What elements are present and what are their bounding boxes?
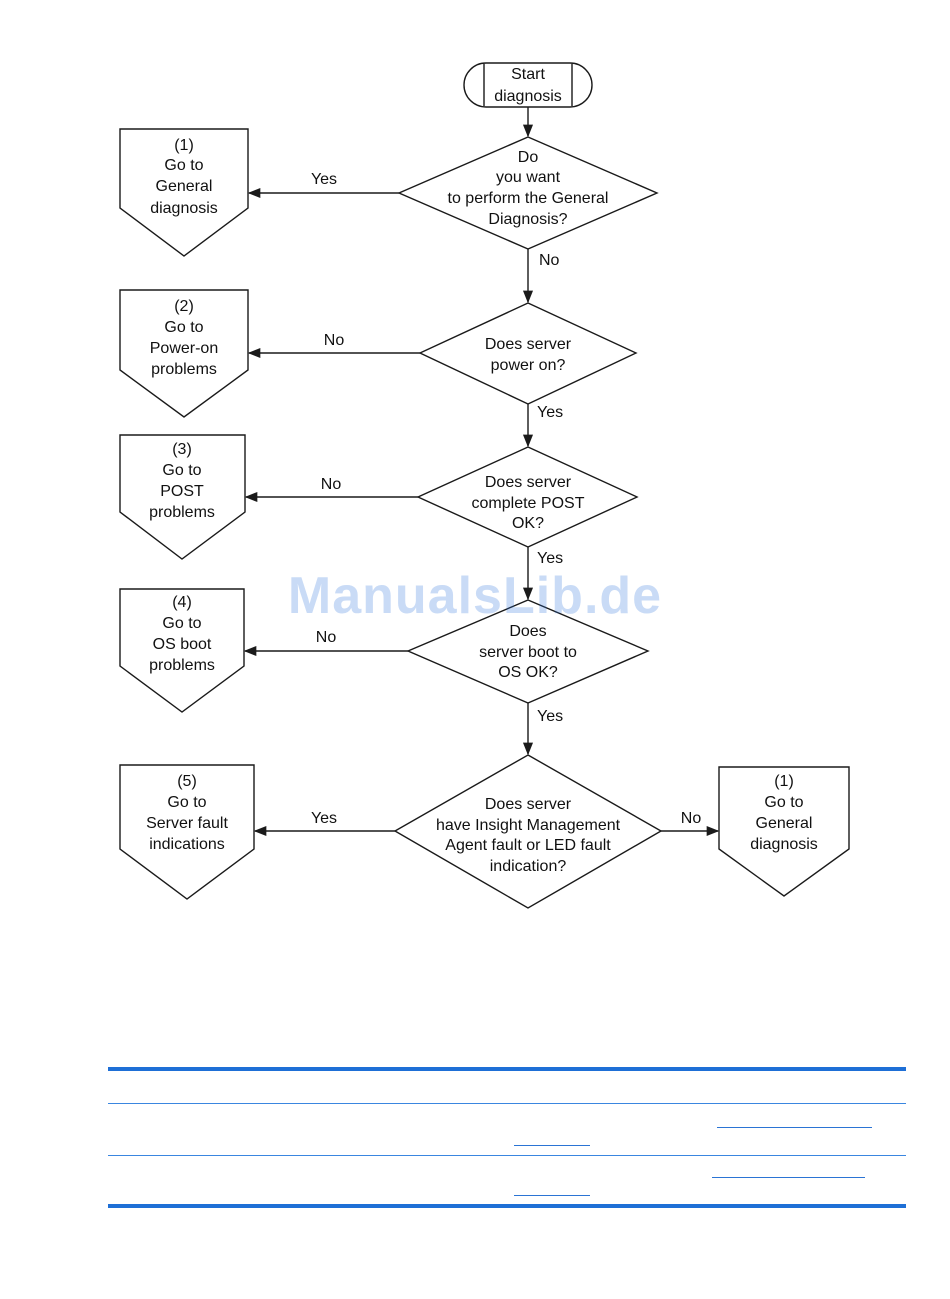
- offpage-3-line-2: Go to: [162, 462, 201, 479]
- decision-fault-line-4: indication?: [490, 858, 567, 875]
- decision-post-line-2: complete POST: [472, 495, 585, 512]
- label-power-no: No: [324, 332, 345, 349]
- offpage-2-line-4: problems: [151, 361, 217, 378]
- start-line-1: Start: [511, 66, 545, 83]
- table-row-divider-1: [108, 1103, 906, 1104]
- offpage-2-line-2: Go to: [164, 319, 203, 336]
- offpage-2-line-1: (2): [174, 298, 194, 315]
- decision-power-on: Does server power on?: [418, 302, 638, 405]
- decision-power-line-1: Does server: [485, 336, 572, 353]
- offpage-5-line-3: Server fault: [146, 815, 228, 832]
- label-fault-yes: Yes: [311, 810, 337, 827]
- decision-fault-line-3: Agent fault or LED fault: [445, 837, 611, 854]
- offpage-6-line-4: diagnosis: [750, 836, 818, 853]
- label-power-yes: Yes: [537, 404, 563, 421]
- offpage-4-line-1: (4): [172, 594, 192, 611]
- offpage-3-line-1: (3): [172, 441, 192, 458]
- decision-general-line-4: Diagnosis?: [488, 211, 567, 228]
- edge-labels: Yes No No Yes No Yes No Yes Yes No: [311, 171, 701, 827]
- decision-osboot-line-2: server boot to: [479, 644, 577, 661]
- offpage-general-diagnosis-right: (1) Go to General diagnosis: [718, 766, 850, 897]
- decision-post: Does server complete POST OK?: [416, 446, 639, 548]
- offpage-6-line-3: General: [756, 815, 813, 832]
- offpage-2-line-3: Power-on: [150, 340, 218, 357]
- offpage-5-line-2: Go to: [167, 794, 206, 811]
- offpage-4-line-4: problems: [149, 657, 215, 674]
- decision-os-boot: Does server boot to OS OK?: [406, 599, 650, 704]
- offpage-server-fault-indications: (5) Go to Server fault indications: [119, 764, 255, 900]
- label-osboot-no: No: [316, 629, 337, 646]
- offpage-6-line-1: (1): [774, 773, 794, 790]
- label-post-yes: Yes: [537, 550, 563, 567]
- offpage-5-line-4: indications: [149, 836, 225, 853]
- decision-fault-indication: Does server have Insight Management Agen…: [393, 754, 663, 909]
- decision-post-line-3: OK?: [512, 515, 544, 532]
- label-osboot-yes: Yes: [537, 708, 563, 725]
- offpage-4-line-2: Go to: [162, 615, 201, 632]
- offpage-4-line-3: OS boot: [153, 636, 212, 653]
- offpage-3-line-3: POST: [160, 483, 204, 500]
- start-terminator: Start diagnosis: [463, 62, 593, 108]
- decision-osboot-line-1: Does: [509, 623, 546, 640]
- offpage-1-line-3: General: [156, 178, 213, 195]
- label-post-no: No: [321, 476, 342, 493]
- offpage-post-problems: (3) Go to POST problems: [119, 434, 246, 560]
- table-row-divider-2: [108, 1155, 906, 1156]
- table-row-1-link-underline-b[interactable]: [514, 1145, 590, 1146]
- decision-fault-line-2: have Insight Management: [436, 817, 621, 834]
- offpage-1-line-4: diagnosis: [150, 200, 218, 217]
- offpage-os-boot-problems: (4) Go to OS boot problems: [119, 588, 245, 713]
- decision-post-line-1: Does server: [485, 474, 572, 491]
- decision-general-line-2: you want: [496, 169, 561, 186]
- connectors: [243, 107, 720, 837]
- table-row-2-link-underline-a[interactable]: [712, 1177, 865, 1178]
- offpage-1-line-2: Go to: [164, 157, 203, 174]
- decision-general-line-1: Do: [518, 149, 539, 166]
- decision-osboot-line-3: OS OK?: [498, 664, 558, 681]
- offpage-1-line-1: (1): [174, 137, 194, 154]
- table-row-2-link-underline-b[interactable]: [514, 1195, 590, 1196]
- offpage-5-line-1: (5): [177, 773, 197, 790]
- label-general-no: No: [539, 252, 560, 269]
- label-fault-no: No: [681, 810, 702, 827]
- table-row-1-link-underline-a[interactable]: [717, 1127, 872, 1128]
- offpage-3-line-4: problems: [149, 504, 215, 521]
- decision-power-line-2: power on?: [491, 357, 566, 374]
- offpage-power-on-problems: (2) Go to Power-on problems: [119, 289, 249, 418]
- offpage-6-line-2: Go to: [764, 794, 803, 811]
- offpage-general-diagnosis-left: (1) Go to General diagnosis: [119, 128, 249, 257]
- label-general-yes: Yes: [311, 171, 337, 188]
- start-line-2: diagnosis: [494, 88, 562, 105]
- table-bottom-rule: [108, 1204, 906, 1208]
- decision-general-diagnosis: Do you want to perform the General Diagn…: [397, 136, 659, 250]
- table-top-rule: [108, 1067, 906, 1071]
- decision-fault-line-1: Does server: [485, 796, 572, 813]
- decision-general-line-3: to perform the General: [448, 190, 609, 207]
